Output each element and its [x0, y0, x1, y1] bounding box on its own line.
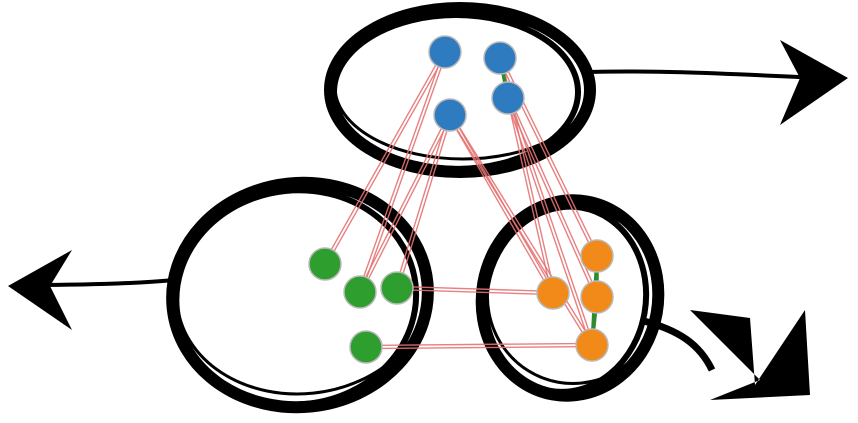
node-left: [349, 330, 383, 364]
inter-edge: [394, 114, 453, 289]
graph-nodes: [308, 35, 614, 364]
inter-edge: [365, 342, 593, 350]
node-top: [491, 81, 525, 115]
node-right: [536, 276, 570, 310]
cluster-outline-top: [324, 2, 596, 178]
cluster-outlines: [166, 2, 665, 414]
node-left: [380, 271, 414, 305]
inter-edge: [357, 113, 453, 294]
arrow-down-right-icon: [639, 310, 810, 400]
inter-edge: [396, 285, 554, 296]
node-left: [308, 247, 342, 281]
inter-edge: [322, 50, 448, 266]
node-top: [433, 98, 467, 132]
node-top: [483, 41, 517, 75]
node-right: [580, 280, 614, 314]
inter-edge: [448, 113, 594, 347]
node-right: [575, 328, 609, 362]
node-left: [343, 275, 377, 309]
node-right: [580, 239, 614, 273]
arrow-right-icon: [589, 40, 848, 125]
arrow-left-icon: [8, 250, 176, 330]
inter-edge: [505, 97, 595, 346]
cluster-arrows: [8, 40, 848, 400]
node-top: [428, 35, 462, 69]
cluster-outline-left: [166, 176, 434, 414]
cluster-outline-right: [475, 194, 665, 402]
inter-edge: [357, 51, 448, 293]
